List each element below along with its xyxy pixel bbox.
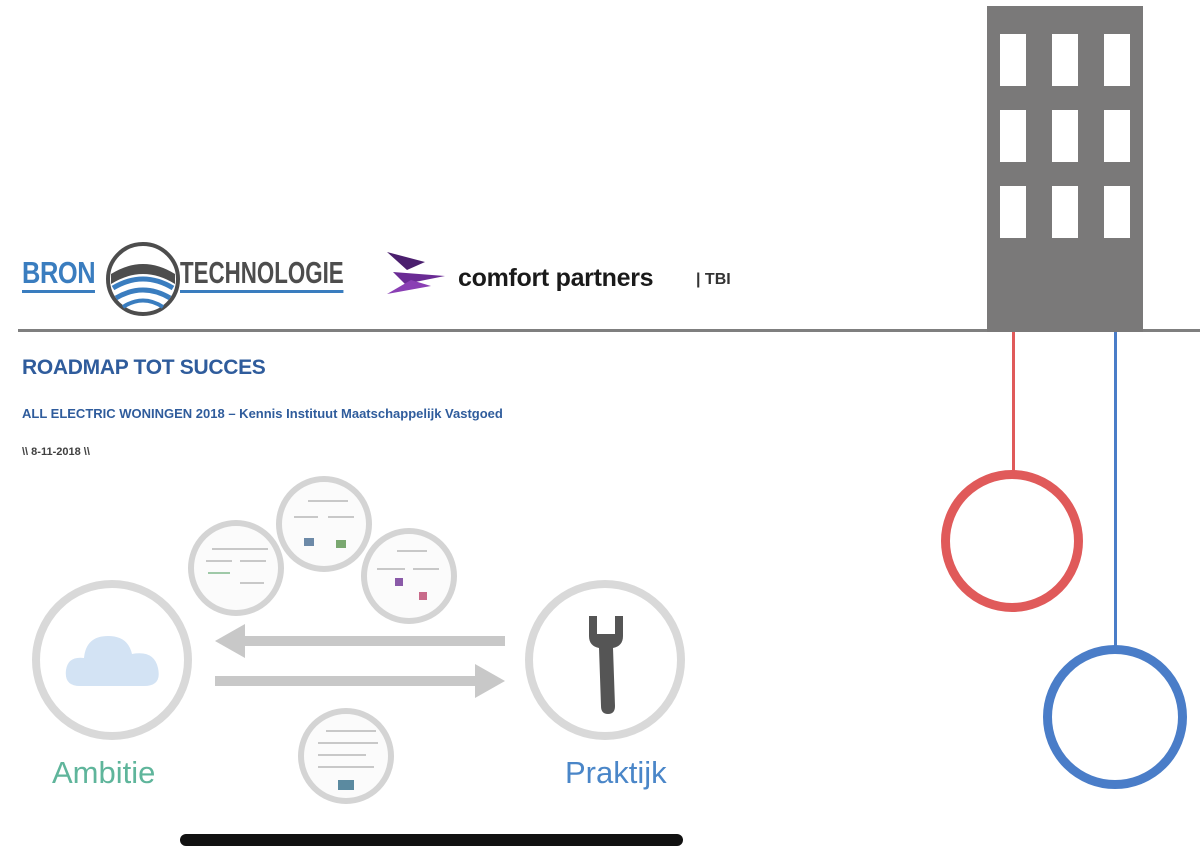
bron-logo-text: BRON	[22, 256, 96, 293]
red-pipe	[1012, 332, 1015, 472]
building-icon	[987, 6, 1143, 332]
arrows-diagram	[215, 624, 505, 698]
thumbnail-circle-1[interactable]	[188, 520, 284, 616]
blue-pipe	[1114, 332, 1117, 648]
thumbnail-circle-4[interactable]	[298, 708, 394, 804]
thumbnail-circle-3[interactable]	[361, 528, 457, 624]
home-indicator[interactable]	[180, 834, 683, 846]
page-title: ROADMAP TOT SUCCES	[22, 356, 266, 379]
bron-logo-icon	[106, 242, 180, 316]
praktijk-label: Praktijk	[565, 755, 667, 790]
page-subtitle: ALL ELECTRIC WONINGEN 2018 – Kennis Inst…	[22, 406, 503, 421]
page-date: \\ 8-11-2018 \\	[22, 446, 90, 458]
cloud-icon	[65, 636, 159, 686]
ambitie-label: Ambitie	[52, 755, 156, 790]
comfort-partners-logo-icon	[387, 252, 445, 294]
comfort-partners-logo-text: comfort partners	[458, 264, 654, 292]
bron-logo-text-2: TECHNOLOGIE	[180, 256, 344, 293]
praktijk-circle[interactable]	[525, 580, 685, 740]
thumbnail-circle-2[interactable]	[276, 476, 372, 572]
wrench-icon	[589, 616, 623, 714]
red-ring	[941, 470, 1083, 612]
blue-ring	[1043, 645, 1187, 789]
ground-line	[18, 329, 1200, 332]
ambitie-circle[interactable]	[32, 580, 192, 740]
tbi-logo-text: | TBI	[696, 271, 731, 288]
